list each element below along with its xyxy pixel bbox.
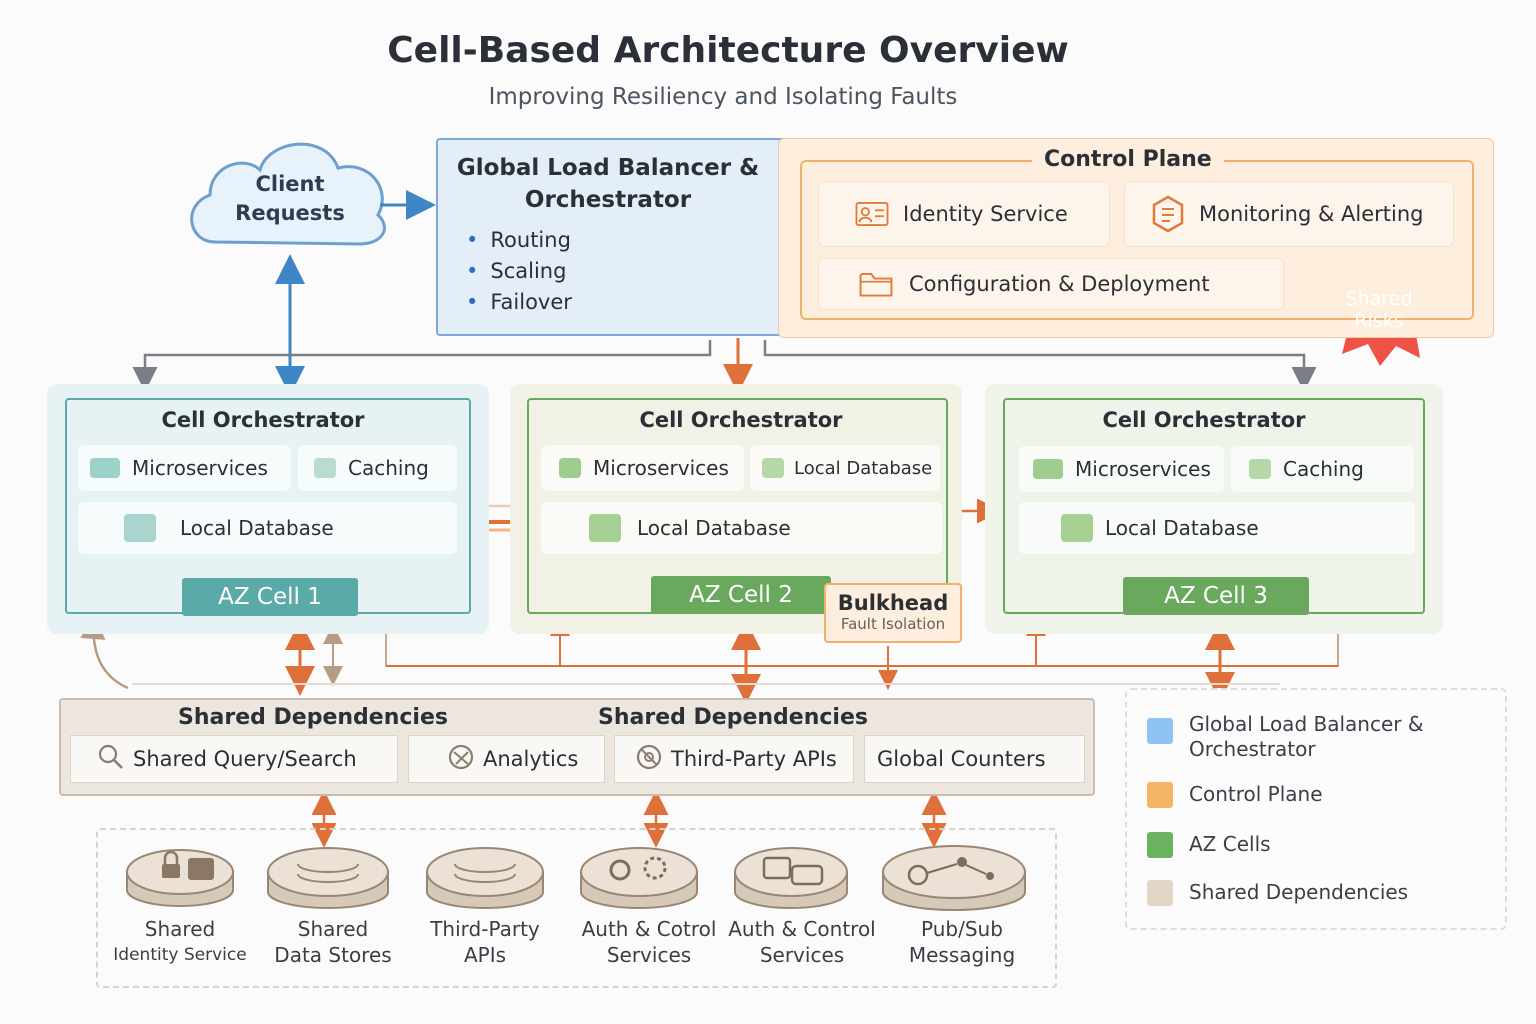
cell-1-caching-label: Caching [348, 456, 429, 480]
third-party-apis-label: Third-Party APIs [671, 747, 837, 771]
cell-1-microservices-label: Microservices [132, 456, 268, 480]
identity-service-card: Identity Service [818, 181, 1110, 247]
arrow-glb-to-cell3 [763, 340, 1317, 392]
chat-disk-icon [734, 847, 848, 909]
arrow-glb-to-cell1 [132, 340, 712, 392]
shared-risks-label: Shared Risks [1345, 288, 1413, 332]
analytics-icon [447, 743, 475, 776]
config-deployment-label: Configuration & Deployment [909, 272, 1210, 296]
database-icon [762, 458, 784, 478]
database-disk-icon [267, 847, 389, 909]
network-disk-icon [882, 845, 1026, 911]
global-counters-box: Global Counters [864, 735, 1085, 783]
cell-3-local-db-label: Local Database [1105, 516, 1259, 540]
grid-database-icon [1061, 514, 1093, 542]
glb-item-routing: Routing [466, 225, 572, 256]
cell-2-local-db-top-label: Local Database [794, 457, 933, 479]
shared-deps-title-left: Shared Dependencies [178, 705, 448, 730]
monitoring-card: Monitoring & Alerting [1124, 181, 1454, 247]
az-cell-3-badge: AZ Cell 3 [1123, 577, 1309, 615]
bulkhead-subtitle: Fault Isolation [840, 615, 946, 633]
legend [1125, 688, 1507, 930]
global-counters-label: Global Counters [877, 747, 1046, 771]
config-deployment-card: Configuration & Deployment [818, 258, 1284, 310]
legend-swatch-blue [1147, 718, 1173, 744]
az-cell-1-badge: AZ Cell 1 [182, 578, 358, 616]
legend-item-glb: Global Load Balancer & Orchestrator [1147, 712, 1487, 762]
database-icon [1033, 459, 1063, 479]
shared-deps-title-right: Shared Dependencies [598, 705, 868, 730]
legend-item-control-plane: Control Plane [1147, 782, 1487, 808]
database-icon [314, 458, 336, 478]
legend-swatch-tan [1147, 880, 1173, 906]
analytics-box: Analytics [408, 735, 605, 783]
cell-3-microservices-chip: Microservices [1019, 446, 1224, 492]
glb-title: Global Load Balancer & Orchestrator [456, 155, 760, 213]
cell-3-microservices-label: Microservices [1075, 457, 1211, 481]
legend-item-shared-deps: Shared Dependencies [1147, 880, 1487, 906]
lock-disk-icon [126, 849, 234, 907]
cell-1-caching-chip: Caching [298, 445, 457, 491]
cell-2-local-db-chip-top: Local Database [750, 445, 940, 491]
search-icon [97, 743, 125, 776]
bulkhead-title: Bulkhead [837, 591, 949, 615]
cell-1-local-db-chip: Local Database [78, 502, 457, 554]
legend-swatch-orange [1147, 782, 1173, 808]
cloud-icon [190, 142, 386, 246]
auth-control-services-label: Auth & Control Services [728, 917, 876, 967]
cell-2-microservices-chip: Microservices [541, 445, 744, 491]
hexagon-doc-icon [1151, 195, 1185, 233]
bulkhead-callout: Bulkhead Fault Isolation [824, 583, 962, 643]
shared-query-search-box: Shared Query/Search [70, 735, 398, 783]
database-disk-icon [426, 847, 544, 909]
cell-3-caching-label: Caching [1283, 457, 1364, 481]
page-title: Cell-Based Architecture Overview [387, 30, 1069, 71]
analytics-label: Analytics [483, 747, 579, 771]
cell-1-microservices-chip: Microservices [78, 445, 291, 491]
api-gear-icon [635, 743, 663, 776]
grid-database-icon [124, 514, 156, 542]
auth-cotrol-services-label: Auth & Cotrol Services [581, 917, 717, 967]
az-cell-2-badge: AZ Cell 2 [651, 576, 831, 614]
cell-2-local-db-label: Local Database [637, 516, 791, 540]
identity-service-label: Identity Service [903, 202, 1068, 226]
third-party-apis-box: Third-Party APIs [614, 735, 854, 783]
database-icon [559, 458, 581, 478]
glb-feature-list: Routing Scaling Failover [466, 225, 572, 318]
shared-query-search-label: Shared Query/Search [133, 747, 357, 771]
pub-sub-messaging-label: Pub/Sub Messaging [908, 917, 1016, 967]
cell-1-local-db-label: Local Database [180, 516, 334, 540]
legend-item-az-cells: AZ Cells [1147, 832, 1487, 858]
database-icon [90, 458, 120, 478]
shared-identity-service-label: Shared Identity Service [113, 917, 247, 965]
cell-3-local-db-chip: Local Database [1019, 502, 1415, 554]
database-icon [1249, 459, 1271, 479]
cell-2-microservices-label: Microservices [593, 456, 729, 480]
glb-item-scaling: Scaling [466, 256, 572, 287]
grid-database-icon [589, 514, 621, 542]
control-plane-title: Control Plane [1032, 147, 1224, 172]
id-card-icon [855, 197, 889, 231]
glb-item-failover: Failover [466, 287, 572, 318]
cell-3-caching-chip: Caching [1231, 446, 1414, 492]
cell-1-orchestrator-title: Cell Orchestrator [161, 408, 365, 432]
gears-disk-icon [580, 847, 698, 909]
monitoring-label: Monitoring & Alerting [1199, 202, 1424, 226]
legend-swatch-green [1147, 832, 1173, 858]
folder-icon [859, 267, 893, 301]
cell-2-orchestrator-title: Cell Orchestrator [639, 408, 843, 432]
third-party-apis-service-label: Third-Party APIs [430, 917, 540, 967]
page-subtitle: Improving Resiliency and Isolating Fault… [488, 84, 958, 110]
shared-data-stores-label: Shared Data Stores [274, 917, 392, 967]
client-requests-label: Client Requests [235, 172, 345, 225]
cell-3-orchestrator-title: Cell Orchestrator [1102, 408, 1306, 432]
cell-2-local-db-chip: Local Database [541, 502, 942, 554]
shared-services-zone [96, 828, 1057, 988]
